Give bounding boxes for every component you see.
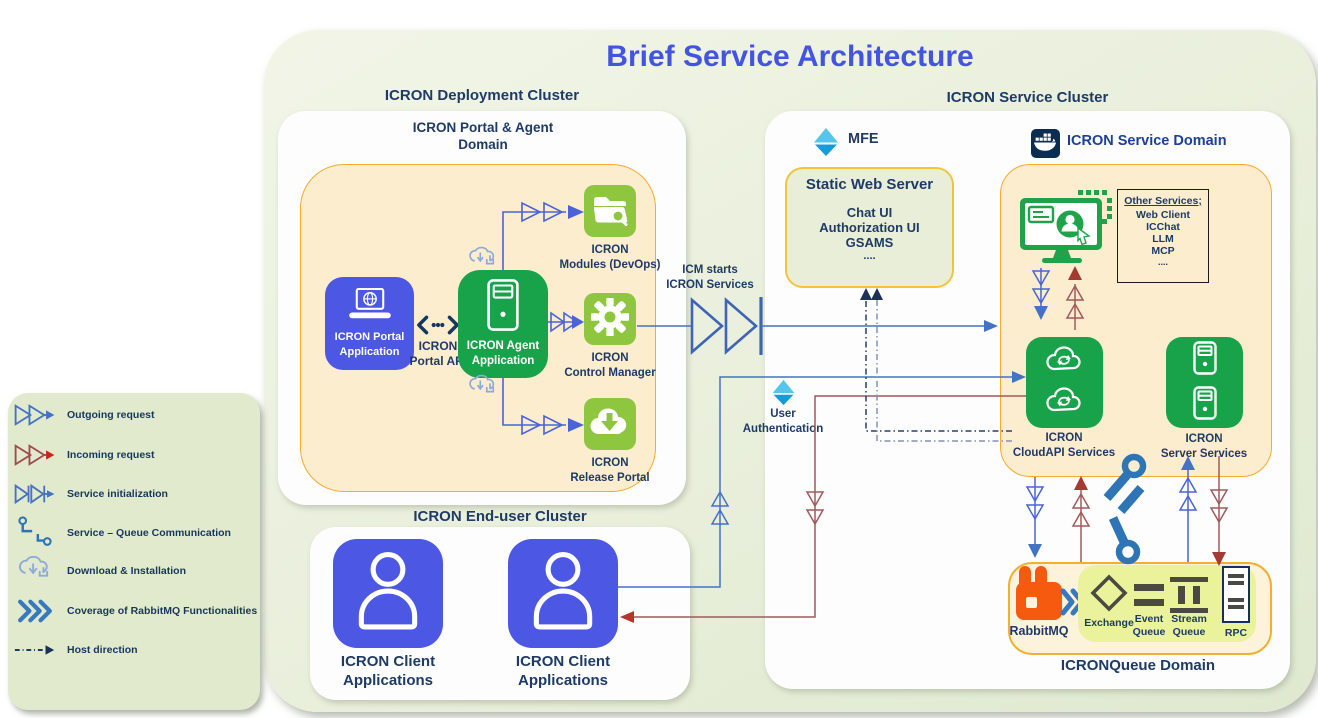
event-queue-icon xyxy=(1134,584,1164,612)
download-installation-icon xyxy=(12,556,58,586)
portal-api-label: ICRON Portal API xyxy=(409,339,467,369)
cloud-sync-icon xyxy=(1044,345,1086,380)
other-services-item: MCP xyxy=(1151,245,1175,257)
legend-label: Coverage of RabbitMQ Functionalities xyxy=(67,605,258,617)
static-web-server-box: Static Web Server Chat UI Authorization … xyxy=(785,167,954,288)
static-web-server-item: Chat UI xyxy=(846,205,893,220)
remote-session-monitor-icon xyxy=(1020,190,1112,271)
icron-agent-application-node: ICRON Agent Application xyxy=(458,270,548,378)
server-services-label: ICRON Server Services xyxy=(1160,433,1248,460)
client1-label: ICRON Client Applications xyxy=(340,653,436,690)
legend-item-host-direction: Host direction xyxy=(12,640,138,660)
outgoing-request-icon xyxy=(12,403,58,427)
legend-label: Service – Queue Communication xyxy=(67,527,231,539)
event-queue-label: Event Queue xyxy=(1132,613,1166,638)
download-installation-icon xyxy=(466,374,502,405)
legend-item-outgoing: Outgoing request xyxy=(12,403,155,427)
portal-agent-domain-label: ICRON Portal & Agent Domain xyxy=(412,120,554,153)
server-tower-icon xyxy=(487,279,519,336)
legend-label: Host direction xyxy=(67,644,138,656)
folder-search-icon xyxy=(591,192,629,231)
control-manager-label: ICRON Control Manager xyxy=(564,352,656,379)
client2-label: ICRON Client Applications xyxy=(515,653,611,690)
legend-label: Download & Installation xyxy=(67,565,187,577)
server-icon xyxy=(1192,340,1217,380)
icm-starts-label: ICM starts ICRON Services xyxy=(666,264,754,291)
enduser-cluster-label: ICRON End-user Cluster xyxy=(413,508,587,525)
rabbitmq-icon xyxy=(1016,566,1062,627)
laptop-globe-icon xyxy=(347,288,393,327)
modules-label: ICRON Modules (DevOps) xyxy=(559,244,661,271)
mfe-icon xyxy=(811,127,841,162)
other-services-item: Web Client xyxy=(1135,209,1191,221)
exchange-icon xyxy=(1090,574,1128,617)
page-title: Brief Service Architecture xyxy=(606,40,974,73)
icron-server-services-node xyxy=(1166,337,1243,428)
server-icon xyxy=(1192,385,1217,425)
stream-queue-label: Stream Queue xyxy=(1171,613,1207,638)
person-icon xyxy=(355,550,421,637)
legend-item-incoming: Incoming request xyxy=(12,443,155,467)
cloud-download-icon xyxy=(590,406,630,443)
icron-modules-node xyxy=(584,185,636,237)
rabbitmq-label: RabbitMQ xyxy=(1009,624,1069,638)
exchange-label: Exchange xyxy=(1084,617,1134,629)
icron-portal-application-node: ICRON Portal Application xyxy=(325,277,414,370)
rpc-icon xyxy=(1222,566,1250,628)
service-initialization-icon xyxy=(12,482,58,506)
incoming-request-icon xyxy=(12,443,58,467)
rpc-label: RPC xyxy=(1224,627,1248,639)
service-domain-label: ICRON Service Domain xyxy=(1067,133,1227,149)
other-services-title: Other Services; xyxy=(1124,195,1202,207)
cloud-sync-icon xyxy=(1044,386,1086,421)
portal-api-icon xyxy=(416,314,460,341)
host-direction-icon xyxy=(12,640,58,660)
legend-label: Outgoing request xyxy=(67,409,155,421)
legend-item-service-queue: Service – Queue Communication xyxy=(12,516,231,550)
agent-app-label: ICRON Agent Application xyxy=(466,340,540,367)
icron-control-manager-node xyxy=(584,293,636,345)
other-services-item: .... xyxy=(1157,257,1168,267)
legend-item-download: Download & Installation xyxy=(12,556,186,586)
download-installation-icon xyxy=(466,246,502,277)
triple-chevron-icon xyxy=(12,598,58,624)
user-authentication-label: User Authentication xyxy=(742,408,824,435)
icron-release-portal-node xyxy=(584,398,636,450)
icron-cloudapi-node xyxy=(1026,337,1103,428)
other-services-box: Other Services; Web Client ICChat LLM MC… xyxy=(1117,189,1209,283)
gear-icon xyxy=(589,296,631,341)
icron-client-node-1 xyxy=(333,539,443,648)
legend-item-service-init: Service initialization xyxy=(12,482,168,506)
deployment-cluster-label: ICRON Deployment Cluster xyxy=(384,87,580,104)
release-portal-label: ICRON Release Portal xyxy=(570,457,650,484)
legend-label: Service initialization xyxy=(67,488,168,500)
icron-client-node-2 xyxy=(508,539,618,648)
legend-item-rabbitmq-coverage: Coverage of RabbitMQ Functionalities xyxy=(12,598,257,624)
other-services-item: LLM xyxy=(1152,233,1174,245)
static-web-server-item: GSAMS xyxy=(845,235,894,250)
static-web-server-item: .... xyxy=(863,250,876,262)
other-services-item: ICChat xyxy=(1146,221,1180,233)
person-icon xyxy=(530,550,596,637)
portal-app-label: ICRON Portal Application xyxy=(334,331,405,358)
static-web-server-item: Authorization UI xyxy=(819,220,920,235)
mfe-label: MFE xyxy=(848,131,879,147)
cloudapi-label: ICRON CloudAPI Services xyxy=(1012,432,1116,459)
service-queue-communication-icon xyxy=(12,516,58,550)
legend-panel xyxy=(8,393,260,710)
docker-icon xyxy=(1031,129,1060,158)
legend-label: Incoming request xyxy=(67,449,155,461)
service-cluster-label: ICRON Service Cluster xyxy=(946,89,1109,106)
static-web-server-title: Static Web Server xyxy=(805,176,934,193)
queue-domain-label: ICRONQueue Domain xyxy=(1060,657,1216,674)
stream-queue-icon xyxy=(1170,577,1208,618)
